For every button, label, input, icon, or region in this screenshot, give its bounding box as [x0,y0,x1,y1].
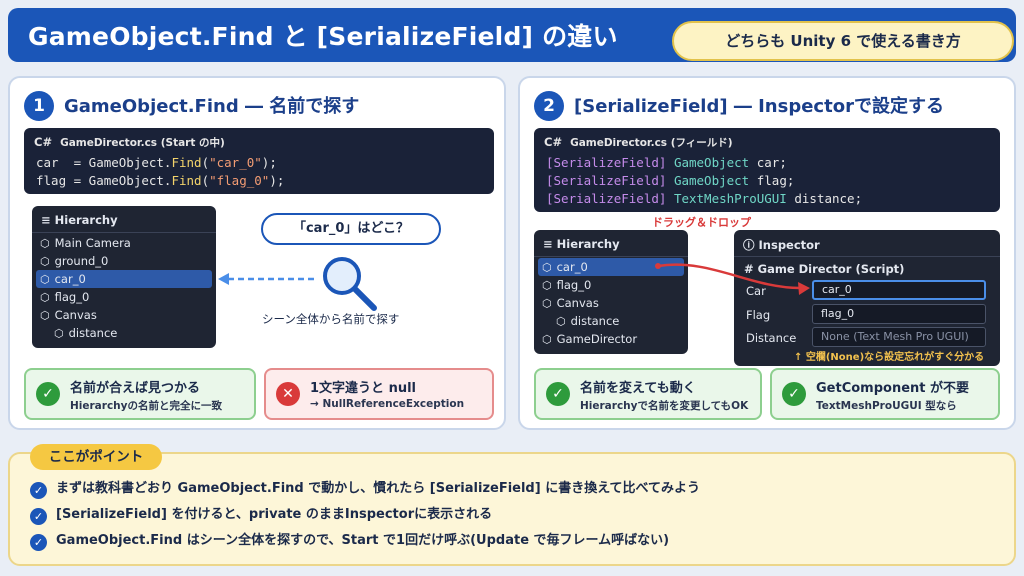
gameobject-icon: ⬡ [542,279,552,292]
panel-serializefield-title: [SerializeField] ― Inspectorで設定する [574,96,944,117]
hierarchy-item[interactable]: ⬡Main Camera [40,234,131,252]
point-item: ✓[SerializeField] を付けると、private のままInspe… [30,504,492,526]
check-icon: ✓ [30,482,47,499]
card-title: 名前を変えても動く [580,381,696,396]
card-title: GetComponent が不要 [816,381,970,396]
gameobject-icon: ⬡ [542,261,552,274]
code-block-find: C# GameDirector.cs (Start の中) car = GameO… [24,128,494,194]
hierarchy-title: ≡ Hierarchy [543,237,620,251]
page-title: GameObject.Find と [SerializeField] の違い [28,22,618,51]
field-label-flag: Flag [746,308,771,322]
panel-find-title: GameObject.Find ― 名前で探す [64,96,360,117]
version-badge: どちらも Unity 6 で使える書き方 [672,21,1014,61]
panel-serializefield: 2 [SerializeField] ― Inspectorで設定する C# Ga… [518,76,1016,430]
code-line: [SerializeField] GameObject flag; [546,173,795,188]
code-line: car = GameObject.Find("car_0"); [36,155,277,170]
gameobject-icon: ⬡ [40,255,50,268]
drag-arrow-path [657,263,801,290]
check-icon: ✓ [30,534,47,551]
hierarchy-item[interactable]: ⬡GameDirector [542,330,637,348]
gameobject-icon: ⬡ [542,333,552,346]
csharp-label: C# [544,135,563,149]
gameobject-icon: ⬡ [54,327,64,340]
field-label-car: Car [746,284,766,298]
code-header: C# GameDirector.cs (フィールド) [544,135,733,150]
code-header: C# GameDirector.cs (Start の中) [34,135,225,150]
card-title: 名前が合えば見つかる [70,381,201,396]
check-circle-icon: ✓ [782,382,806,406]
card-subtitle: → NullReferenceException [310,398,465,410]
gameobject-icon: ⬡ [556,315,566,328]
card-subtitle: TextMeshProUGUI 型なら [816,400,957,412]
hierarchy-item[interactable]: ⬡flag_0 [40,288,89,306]
csharp-label: C# [34,135,53,149]
card-subtitle: Hierarchyで名前を変更してもOK [580,400,749,412]
hierarchy-window: ≡ Hierarchy ⬡car_0 ⬡flag_0 ⬡Canvas ⬡dist… [534,230,688,354]
hierarchy-title: ≡ Hierarchy [41,213,118,227]
code-filename: GameDirector.cs (Start の中) [60,137,225,149]
search-illustration [218,257,377,311]
hierarchy-window: ≡ Hierarchy ⬡Main Camera ⬡ground_0 ⬡car_… [32,206,216,348]
card-find-success: ✓ 名前が合えば見つかる Hierarchyの名前と完全に一致 [24,368,256,420]
search-bubble: 「car_0」はどこ？ [261,213,441,245]
flag-field[interactable]: flag_0 [812,304,986,324]
gameobject-icon: ⬡ [542,297,552,310]
hierarchy-item[interactable]: ⬡distance [54,324,117,342]
hierarchy-item[interactable]: ⬡Canvas [542,294,599,312]
drag-origin-dot [655,263,661,269]
magnifier-icon [323,257,361,295]
points-box: ここがポイント ✓まずは教科書どおり GameObject.Find で動かし、… [8,444,1016,566]
code-line: [SerializeField] TextMeshProUGUI distanc… [546,191,863,206]
hierarchy-item[interactable]: ⬡distance [556,312,619,330]
car-field[interactable]: car_0 [812,280,986,300]
card-title: 1文字違うと null [310,381,416,396]
hierarchy-item[interactable]: ⬡ground_0 [40,252,108,270]
header-bar: GameObject.Find と [SerializeField] の違い ど… [8,8,1016,62]
arrow-right-icon [798,282,810,295]
hierarchy-item-selected[interactable]: ⬡car_0 [36,270,212,288]
code-block-serializefield: C# GameDirector.cs (フィールド) [SerializeFiel… [534,128,1000,212]
code-line: flag = GameObject.Find("flag_0"); [36,173,285,188]
check-icon: ✓ [30,508,47,525]
card-find-error: ✕ 1文字違うと null → NullReferenceException [264,368,494,420]
inspector-window: ⓘ Inspector # Game Director (Script) Car… [734,230,1000,366]
gameobject-icon: ⬡ [40,309,50,322]
gameobject-icon: ⬡ [40,273,50,286]
card-rename-ok: ✓ 名前を変えても動く Hierarchyで名前を変更してもOK [534,368,762,420]
component-header: # Game Director (Script) [744,262,905,276]
drag-arrow [655,263,810,295]
inspector-title: ⓘ Inspector [743,238,820,252]
distance-field[interactable]: None (Text Mesh Pro UGUI) [812,327,986,347]
point-item: ✓まずは教科書どおり GameObject.Find で動かし、慣れたら [Se… [30,478,700,500]
card-subtitle: Hierarchyの名前と完全に一致 [70,400,222,412]
hierarchy-item[interactable]: ⬡flag_0 [542,276,591,294]
check-circle-icon: ✓ [546,382,570,406]
drag-drop-label: ドラッグ＆ドロップ [652,216,751,229]
step-number-2: 2 [534,91,564,121]
card-no-getcomponent: ✓ GetComponent が不要 TextMeshProUGUI 型なら [770,368,1000,420]
x-circle-icon: ✕ [276,382,300,406]
check-circle-icon: ✓ [36,382,60,406]
points-badge: ここがポイント [30,444,162,470]
search-caption: シーン全体から名前で探す [262,312,400,326]
code-filename: GameDirector.cs (フィールド) [570,137,733,149]
point-item: ✓GameObject.Find はシーン全体を探すので、Start で1回だけ… [30,530,669,552]
inspector-note: ↑ 空欄(None)なら設定忘れがすぐ分かる [794,352,985,363]
gameobject-icon: ⬡ [40,291,50,304]
magnifier-handle [352,286,377,311]
hierarchy-item[interactable]: ⬡Canvas [40,306,97,324]
step-number-1: 1 [24,91,54,121]
hierarchy-item-selected[interactable]: ⬡car_0 [538,258,684,276]
panel-find: 1 GameObject.Find ― 名前で探す C# GameDirector… [8,76,506,430]
code-line: [SerializeField] GameObject car; [546,155,787,170]
field-label-distance: Distance [746,331,797,345]
arrow-left-icon [218,273,229,285]
gameobject-icon: ⬡ [40,237,50,250]
